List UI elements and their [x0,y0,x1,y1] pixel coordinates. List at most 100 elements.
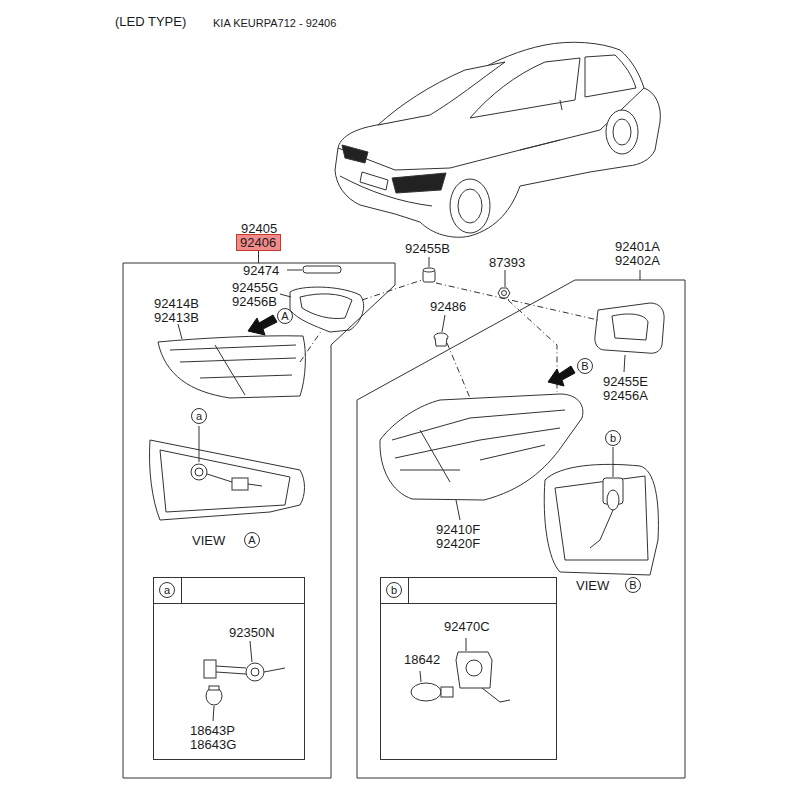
leader-lines-part [287,270,302,271]
marker-letter-holder: A [277,308,293,324]
outer-lamp-part [544,464,658,575]
marker-circle [278,309,293,324]
car-illustration [335,42,660,237]
inner-lamp-part [191,464,207,480]
bulb-socket-a-part [204,660,216,678]
marker-letter-holder: B [625,577,641,593]
marker-letter: B [629,580,636,591]
outer-lamp-part [392,410,565,482]
view-arrows-part [548,366,575,386]
parts-panel: 92405AaA92350N18643P18643Ga [123,263,395,778]
detail-border [154,578,305,760]
car-illustration-part [470,58,580,118]
catalog-reference: KIA KEURPA712 - 92406 [213,16,336,31]
part-number: 18642 [404,652,440,667]
car-illustration-part [613,119,631,145]
marker-circle [606,431,621,446]
inner-lamp-part [158,336,305,398]
leader-lines-part [613,447,614,477]
detail-box: 92350N 18643P18643G a [153,577,305,760]
detail-marker: b [386,582,402,598]
part-number: 92470C [444,619,490,634]
node-outline [123,263,395,778]
inner-lamp [149,266,363,520]
marker-letter-holder: a [191,408,207,424]
node-outline [357,280,685,778]
marker-letter: b [391,585,397,596]
leader-lines [178,257,640,721]
outer-lamp-part [612,314,648,340]
part-number: 92414B [154,296,199,311]
detail-header-line [380,577,557,604]
marker-circle [160,583,175,598]
bulb-socket-b-part [482,688,510,702]
marker-letter-holder: a [159,582,175,598]
outer-lamp-part [607,490,619,510]
part-number: 92402A [615,253,660,268]
outer-lamp [380,268,664,575]
bulb-socket-a [204,660,285,705]
view-arrows [248,315,575,386]
marker-letter-holder: B [577,358,593,374]
part-number: 92420F [436,536,480,551]
part-number: 18643P [190,723,235,738]
highlight-box: 92406 [236,234,281,251]
part-number: 92455G [232,280,278,295]
car-illustration-part [450,179,490,233]
part-number: 92455E [603,374,648,389]
bulb-socket-b-part [441,687,453,697]
leader-lines-part [429,257,430,267]
outer-lamp-part [590,510,613,548]
bulb-socket-a-part [206,687,222,705]
leader-lines-part [178,324,182,339]
part-number: 92456B [232,294,277,309]
part-number: 18643G [190,737,236,752]
car-illustration-part [585,55,636,97]
part-number: 92350N [229,625,275,640]
view-label: VIEW [192,533,225,548]
inner-lamp-part [149,440,304,520]
marker-letter: b [610,433,616,444]
bulb-socket-a-part [246,663,264,681]
leader-lines-part [250,641,252,662]
title-text: (LED TYPE) [115,14,186,29]
outer-lamp-part [595,303,664,353]
marker-circle [245,533,260,548]
panel-border [123,263,395,778]
car-illustration-part [360,172,388,190]
leader-lines-part [213,706,214,721]
part-number: 92413B [154,310,199,325]
part-number: 92401A [615,239,660,254]
bulb-socket-b-part [456,652,492,688]
marker-letter-holder: b [386,582,402,598]
inner-lamp-part [160,450,290,512]
view-marker: A [277,308,293,324]
marker-circle [578,359,593,374]
bulb-socket-a-part [216,666,246,674]
outer-lamp-part [435,338,447,346]
inner-lamp-part [303,266,341,273]
dashed-guides [300,280,598,398]
car-illustration-part [392,173,446,193]
dashed-guides-part [300,330,322,362]
outer-lamp-part [498,288,510,298]
inner-lamp-part [195,468,203,476]
marker-circle [387,583,402,598]
car-illustration-part [338,88,644,170]
leader-lines-part [420,671,421,682]
part-number: 92486 [430,299,466,314]
car-illustration-part [342,145,368,163]
detail-header-line [153,577,305,604]
marker-circle [626,578,641,593]
part-number: 92410F [436,522,480,537]
part-number: 92474 [243,263,279,278]
inner-lamp-part [170,345,296,395]
bulb-socket-a-part [209,686,219,690]
node-outline [380,577,557,760]
marker-circle [192,409,207,424]
leader-lines-part [640,270,641,280]
outer-lamp-part [555,476,648,560]
